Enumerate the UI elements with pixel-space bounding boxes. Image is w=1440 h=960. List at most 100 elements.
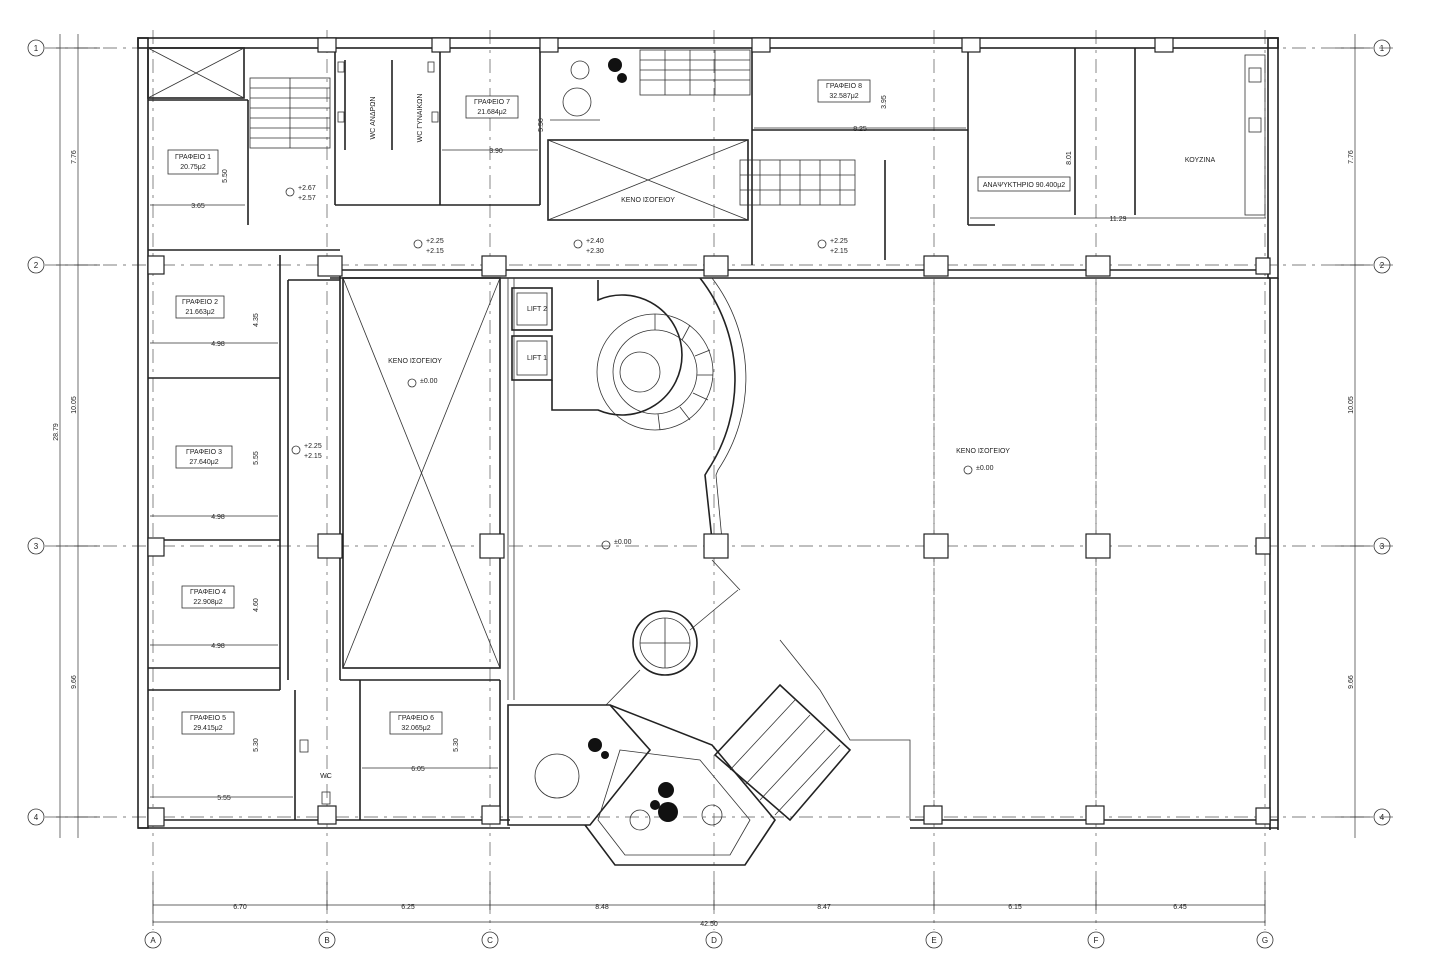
svg-text:6.05: 6.05 xyxy=(411,766,425,773)
svg-text:+2.67: +2.67 xyxy=(298,185,316,192)
dim-right-3: 9.66 xyxy=(1348,675,1355,689)
room-office-2: ΓΡΑΦΕΙΟ 2 21.663μ2 xyxy=(175,295,225,319)
row-axis-right-3: 3 xyxy=(1373,537,1391,555)
dim-bottom-3: 8.48 xyxy=(595,904,609,911)
room-office-7: ΓΡΑΦΕΙΟ 7 21.684μ2 xyxy=(465,95,519,119)
svg-text:+2.30: +2.30 xyxy=(586,248,604,255)
svg-text:4.98: 4.98 xyxy=(211,643,225,650)
stair-top-left xyxy=(249,77,331,149)
svg-text:3.95: 3.95 xyxy=(881,95,888,109)
room-office-7-name: ΓΡΑΦΕΙΟ 7 xyxy=(474,99,510,106)
row-axis-left-1: 1 xyxy=(27,39,45,57)
svg-text:±0.00: ±0.00 xyxy=(976,465,994,472)
column-axis-g: G xyxy=(1256,931,1274,949)
svg-text:+2.57: +2.57 xyxy=(298,195,316,202)
column-axis-e: E xyxy=(925,931,943,949)
outer-walls xyxy=(137,37,1279,830)
void-left xyxy=(342,277,501,669)
dimension-chain-right: 7.76 10.05 9.66 xyxy=(1335,34,1370,838)
label-lift-1: LIFT 1 xyxy=(527,355,547,362)
column-axis-f: F xyxy=(1087,931,1105,949)
svg-text:+2.40: +2.40 xyxy=(586,238,604,245)
room-office-4-name: ΓΡΑΦΕΙΟ 4 xyxy=(190,589,226,596)
dim-bottom-6: 6.45 xyxy=(1173,904,1187,911)
room-office-2-area: 21.663μ2 xyxy=(185,309,214,316)
level-marker-zero-3: ±0.00 xyxy=(963,465,994,475)
row-axis-left-2: 2 xyxy=(27,256,45,274)
room-office-8-area: 32.587μ2 xyxy=(829,93,858,100)
svg-text:B: B xyxy=(324,936,329,945)
row-axis-left-3: 3 xyxy=(27,537,45,555)
svg-text:+2.15: +2.15 xyxy=(830,248,848,255)
dim-right-1: 7.76 xyxy=(1348,150,1355,164)
stair-top-center xyxy=(639,49,751,96)
svg-text:+2.25: +2.25 xyxy=(426,238,444,245)
label-void-main: ΚΕΝΟ ΙΣΟΓΕΙΟΥ xyxy=(956,448,1010,455)
spiral-stair xyxy=(551,280,714,431)
column-axis-c: C xyxy=(481,931,499,949)
svg-text:5.30: 5.30 xyxy=(253,738,260,752)
level-marker-3: +2.40 +2.30 xyxy=(573,238,604,255)
planter-top xyxy=(550,58,627,121)
svg-text:3: 3 xyxy=(1380,542,1385,551)
wc-fixtures xyxy=(299,61,439,805)
room-office-2-name: ΓΡΑΦΕΙΟ 2 xyxy=(182,299,218,306)
svg-text:+2.15: +2.15 xyxy=(304,453,322,460)
dimension-chain-left: 7.76 10.05 9.66 28.79 xyxy=(53,34,100,838)
svg-text:+2.25: +2.25 xyxy=(830,238,848,245)
elevator-shaft xyxy=(147,47,245,99)
room-office-4: ΓΡΑΦΕΙΟ 4 22.908μ2 xyxy=(181,585,235,609)
svg-text:C: C xyxy=(487,936,493,945)
label-lounge: ΑΝΑΨΥΚΤΗΡΙΟ 90.400μ2 xyxy=(983,182,1065,189)
lift-1 xyxy=(511,335,553,381)
main-void-hatching xyxy=(933,278,1097,820)
room-office-6-name: ΓΡΑΦΕΙΟ 6 xyxy=(398,715,434,722)
level-marker-zero-2: ±0.00 xyxy=(601,539,632,550)
room-office-6-area: 32.065μ2 xyxy=(401,725,430,732)
level-marker-1: +2.67 +2.57 xyxy=(285,185,316,202)
svg-text:4.98: 4.98 xyxy=(211,514,225,521)
inner-dimensions: 3.65 5.50 4.98 4.35 4.98 5.55 4.98 4.60 … xyxy=(150,95,1266,802)
svg-text:3: 3 xyxy=(34,542,39,551)
svg-text:+2.25: +2.25 xyxy=(304,443,322,450)
svg-text:8.25: 8.25 xyxy=(853,126,867,133)
level-marker-4: +2.25 +2.15 xyxy=(817,238,848,255)
svg-text:8.01: 8.01 xyxy=(1066,151,1073,165)
row-axis-right-1: 1 xyxy=(1373,39,1391,57)
room-office-3: ΓΡΑΦΕΙΟ 3 27.640μ2 xyxy=(175,445,233,469)
stair-top-right xyxy=(739,159,856,206)
kitchen-fixtures xyxy=(1244,54,1266,216)
svg-text:3.65: 3.65 xyxy=(191,203,205,210)
svg-text:D: D xyxy=(711,936,717,945)
room-office-3-area: 27.640μ2 xyxy=(189,459,218,466)
lift-2 xyxy=(511,287,553,331)
dim-bottom-total: 42.50 xyxy=(700,921,718,928)
svg-text:5.30: 5.30 xyxy=(453,738,460,752)
room-office-1-name: ΓΡΑΦΕΙΟ 1 xyxy=(175,154,211,161)
dim-left-3: 9.66 xyxy=(71,675,78,689)
svg-text:4.35: 4.35 xyxy=(253,313,260,327)
dimension-chain-bottom: 6.70 6.25 8.48 8.47 6.15 6.45 42.50 xyxy=(152,882,1266,928)
svg-text:1: 1 xyxy=(34,44,39,53)
svg-text:5.56: 5.56 xyxy=(538,118,545,132)
label-wc-men: WC ΑΝΔΡΩΝ xyxy=(370,97,377,140)
planter-lower xyxy=(534,738,723,831)
svg-text:5.55: 5.55 xyxy=(253,451,260,465)
column-axis-d: D xyxy=(705,931,723,949)
svg-text:±0.00: ±0.00 xyxy=(420,378,438,385)
curved-wall xyxy=(507,277,747,700)
round-kiosk xyxy=(605,559,741,706)
row-axis-right-4: 4 xyxy=(1373,808,1391,826)
dim-bottom-1: 6.70 xyxy=(233,904,247,911)
svg-text:F: F xyxy=(1094,936,1099,945)
svg-text:A: A xyxy=(150,936,156,945)
svg-text:5.50: 5.50 xyxy=(222,169,229,183)
level-marker-zero-1: ±0.00 xyxy=(407,378,438,388)
svg-text:5.55: 5.55 xyxy=(217,795,231,802)
svg-text:1: 1 xyxy=(1380,44,1385,53)
row-axis-left-4: 4 xyxy=(27,808,45,826)
room-office-1: ΓΡΑΦΕΙΟ 1 20.75μ2 xyxy=(167,149,219,175)
level-marker-5: +2.25 +2.15 xyxy=(291,443,322,460)
column-axis-a: A xyxy=(144,931,162,949)
